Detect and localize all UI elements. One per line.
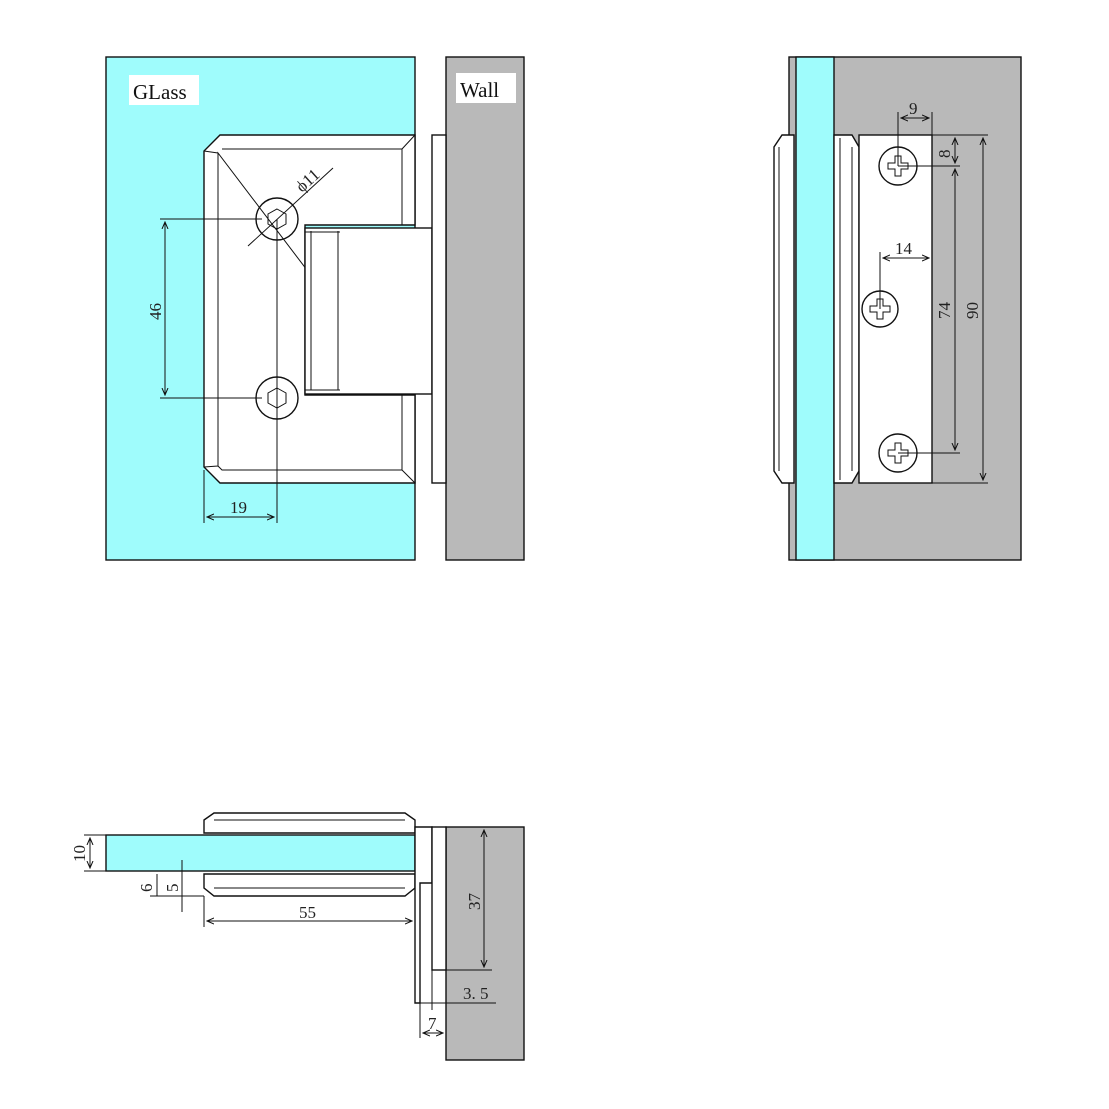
glass-label: GLass [133,80,187,104]
svg-text:6: 6 [137,884,156,893]
hinge-knuckle-lines [305,231,340,391]
svg-text:46: 46 [146,303,165,320]
wall-plate-edge [431,134,447,484]
svg-text:55: 55 [299,903,316,922]
dim-screw-spacing: 74 [898,169,960,454]
svg-text:14: 14 [895,239,913,258]
dim-small-gaps: 6 5 [137,860,204,912]
dim-center-offset: 14 [879,239,929,309]
dim-top-gap: 8 [898,134,988,167]
dim-plate-depth: 37 [446,830,492,971]
side-glass [795,56,835,561]
hinge-knuckle [304,227,433,395]
svg-text:8: 8 [935,150,954,159]
dim-plate-thickness: 3. 5 [415,970,496,1010]
svg-text:90: 90 [963,302,982,319]
top-wall [445,826,525,1061]
svg-text:19: 19 [230,498,247,517]
top-clamp-lower [203,873,416,897]
wall-label: Wall [460,78,499,102]
glass-label-box [129,75,199,105]
top-wall-plate [431,826,447,971]
dim-length: 55 [203,896,416,927]
front-view: GLass Wall ϕ11 46 [105,56,525,561]
side-mount-plate [858,134,933,484]
wall-label-box [456,73,516,103]
dim-hole-spacing: 46 [146,218,262,399]
svg-text:9: 9 [909,99,918,118]
side-view: 9 8 14 74 90 [773,56,1022,561]
wall-block [445,56,525,561]
top-clamp-upper [203,812,416,834]
dim-glass-thickness: 10 [70,834,106,872]
top-view: 10 6 5 55 37 3. 5 [70,812,525,1061]
dim-plate-height: 90 [932,138,988,484]
svg-text:10: 10 [70,845,89,862]
svg-text:5: 5 [163,884,182,893]
svg-text:3. 5: 3. 5 [463,984,489,1003]
svg-text:74: 74 [935,302,954,320]
dim-offset-7: 7 [419,1003,447,1038]
svg-text:7: 7 [428,1014,437,1033]
side-clamp-outer [773,134,795,484]
dim-hole-offset: 19 [203,219,278,523]
top-glass [105,834,416,872]
side-clamp-inner [833,134,860,484]
dim-top-offset: 9 [897,99,933,166]
svg-text:37: 37 [465,893,484,911]
hinge-clamp-bevel [203,134,416,484]
top-hinge-plate [414,826,433,1004]
